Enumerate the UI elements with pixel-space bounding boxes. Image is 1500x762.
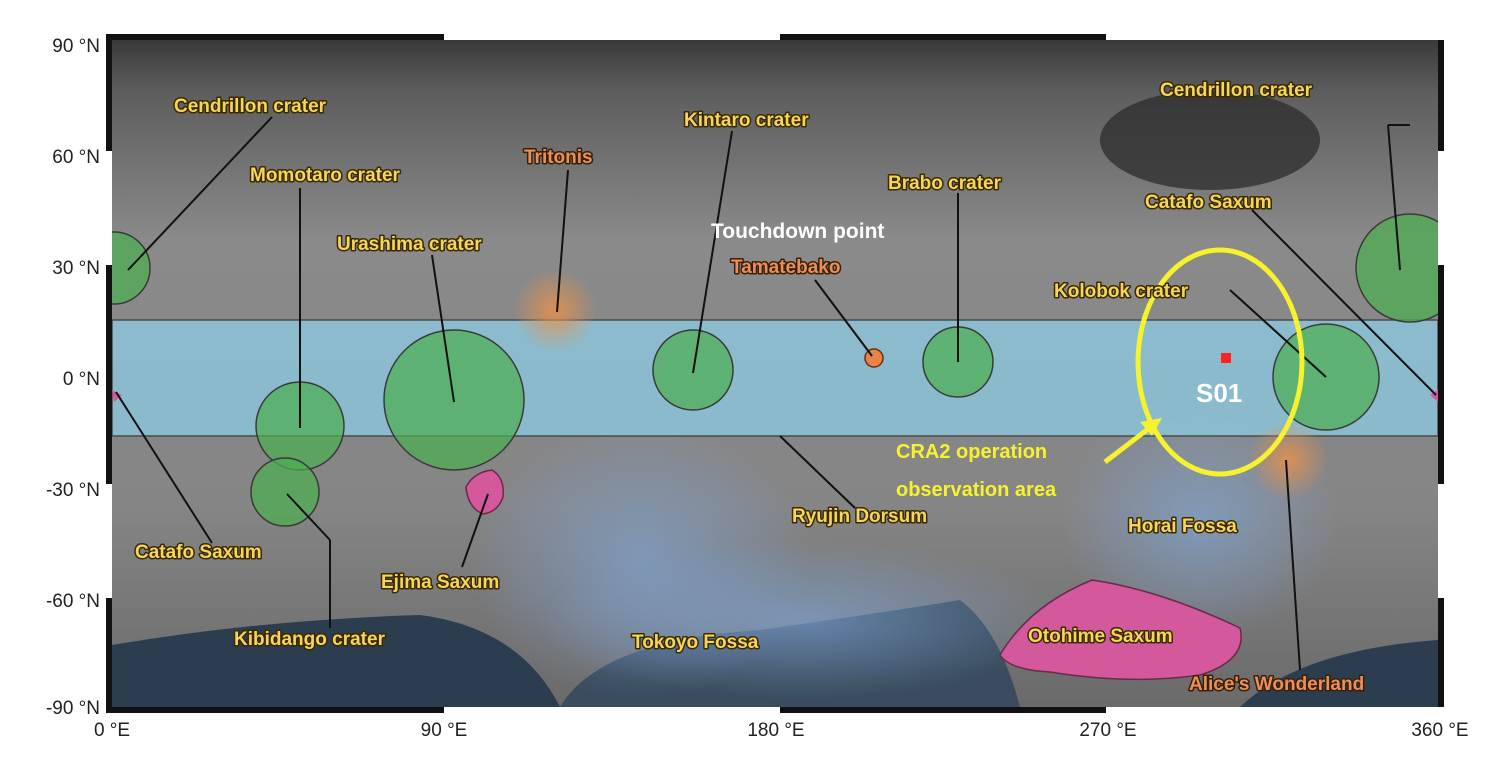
catafo-saxum-west	[112, 390, 122, 402]
cra2-arrow-head	[1140, 418, 1162, 436]
otohime-saxum	[999, 579, 1242, 681]
shadow-region	[1100, 90, 1320, 190]
lat-tick-0n: 0 °N	[63, 369, 100, 390]
label-ryujin-dorsum: Ryujin Dorsum	[792, 506, 927, 527]
label-s01: S01	[1196, 378, 1242, 408]
label-otohime-saxum: Otohime Saxum	[1028, 626, 1173, 647]
longitude-axis: 0 °E 90 °E 180 °E 270 °E 360 °E	[94, 720, 1469, 741]
lon-tick-0e: 0 °E	[94, 720, 130, 741]
label-kibidango-crater: Kibidango crater	[234, 629, 386, 650]
label-kolobok-crater: Kolobok crater	[1054, 281, 1189, 302]
lat-tick-90s: -90 °N	[46, 698, 100, 719]
label-cra2-line1: CRA2 operation	[896, 441, 1047, 463]
cendrillon-crater-east	[1355, 213, 1438, 323]
south-shadow-left	[112, 615, 560, 707]
lon-tick-90e: 90 °E	[421, 720, 468, 741]
label-cra2-line2: observation area	[896, 479, 1057, 501]
label-tamatebako: Tamatebako	[731, 257, 840, 278]
label-horai-fossa: Horai Fossa	[1128, 516, 1237, 537]
lat-tick-90n: 90 °N	[52, 36, 100, 57]
label-catafo-saxum-east: Catafo Saxum	[1145, 192, 1272, 213]
label-brabo-crater: Brabo crater	[888, 173, 1002, 194]
lon-tick-180e: 180 °E	[747, 720, 804, 741]
label-touchdown-point: Touchdown point	[711, 220, 884, 243]
label-tritonis: Tritonis	[524, 147, 593, 168]
label-ejima-saxum: Ejima Saxum	[381, 572, 499, 593]
leader-lines	[115, 116, 1437, 671]
label-urashima-crater: Urashima crater	[337, 234, 482, 255]
label-tokoyo-fossa: Tokoyo Fossa	[632, 632, 759, 653]
cra2-observation-ellipse	[1135, 247, 1305, 477]
label-catafo-saxum-west: Catafo Saxum	[135, 542, 262, 563]
lat-tick-60s: -60 °N	[46, 591, 100, 612]
lat-tick-30n: 30 °N	[52, 258, 100, 279]
alices-wonderland-region	[1248, 420, 1328, 500]
ejima-saxum	[465, 469, 505, 515]
label-momotaro-crater: Momotaro crater	[250, 165, 401, 186]
kibidango-crater	[250, 457, 320, 527]
cra2-arrow-shaft	[1103, 424, 1154, 464]
label-cendrillon-crater-west: Cendrillon crater	[174, 96, 327, 117]
feature-labels: Cendrillon crater Cendrillon crater Momo…	[134, 79, 1366, 697]
label-kintaro-crater: Kintaro crater	[684, 110, 809, 131]
tritonis-region	[513, 268, 597, 352]
label-cendrillon-crater-east: Cendrillon crater	[1160, 80, 1313, 101]
s01-marker	[1221, 353, 1231, 363]
latitude-axis: 90 °N 60 °N 30 °N 0 °N -30 °N -60 °N -90…	[46, 36, 100, 719]
catafo-saxum-east	[1430, 390, 1438, 402]
south-shadow-right	[1240, 640, 1438, 707]
lon-tick-360e: 360 °E	[1411, 720, 1468, 741]
label-alices-wonderland: Alice's Wonderland	[1189, 674, 1364, 695]
blue-region-south	[540, 540, 1060, 700]
lat-tick-30s: -30 °N	[46, 480, 100, 501]
lat-tick-60n: 60 °N	[52, 147, 100, 168]
lon-tick-270e: 270 °E	[1079, 720, 1136, 741]
